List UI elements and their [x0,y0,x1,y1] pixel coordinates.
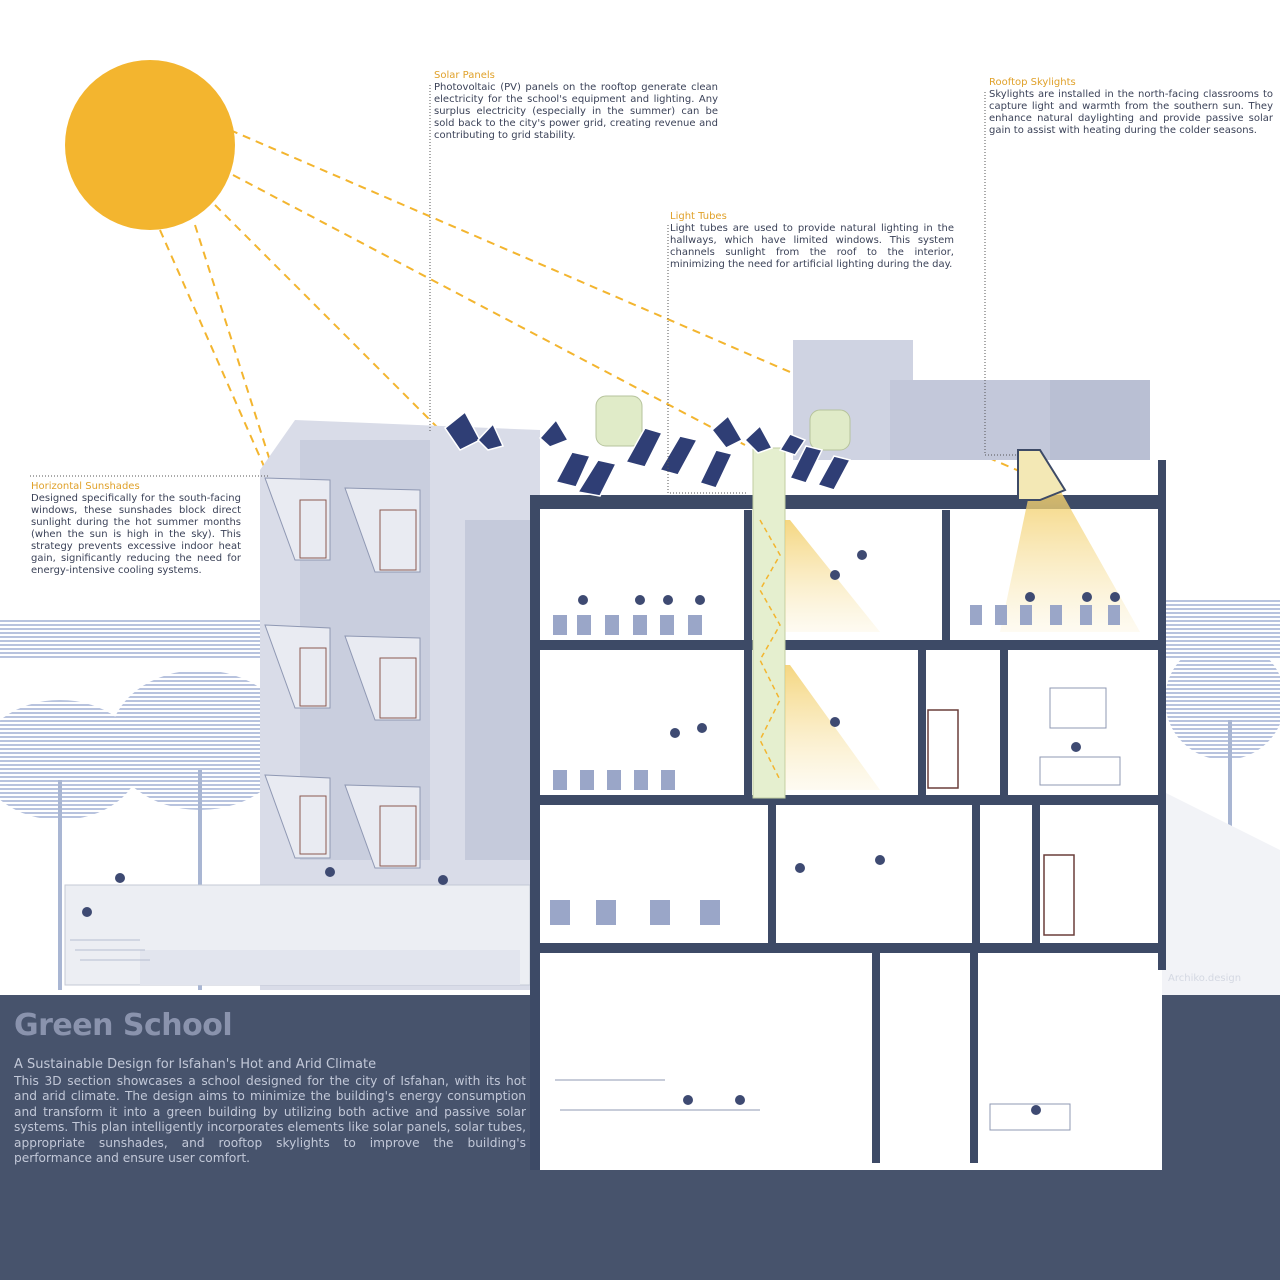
doors [927,709,1075,936]
annotation-title: Solar Panels [434,70,495,81]
leader-lines [30,85,1018,494]
poster-subtitle: A Sustainable Design for Isfahan's Hot a… [14,1057,377,1072]
annotation-light-tubes: Light Tubes Light tubes are used to prov… [670,211,954,271]
poster-description: This 3D section showcases a school desig… [14,1074,526,1166]
ground-slope [1160,790,1280,995]
solar-panels [443,410,852,497]
water-tanks [595,395,851,451]
annotation-body: Photovoltaic (PV) panels on the rooftop … [434,82,718,141]
annotation-solar-panels: Solar Panels Photovoltaic (PV) panels on… [434,70,718,142]
annotation-body: Light tubes are used to provide natural … [670,223,954,270]
annotation-title: Horizontal Sunshades [31,481,140,492]
interior-furniture [555,687,1121,1131]
people [82,550,1120,1115]
light-tube-rays [759,519,781,781]
poster-title: Green School [14,1008,233,1043]
annotation-title: Rooftop Skylights [989,77,1076,88]
skylight [1017,449,1067,501]
annotation-body: Skylights are installed in the north-fac… [989,89,1273,136]
watermark: Archiko.design [1168,973,1242,984]
annotation-horizontal-sunshades: Horizontal Sunshades Designed specifical… [31,481,241,577]
plaza [64,884,531,986]
light-tube [752,447,786,799]
sun-icon [65,60,235,230]
chairs [550,605,1120,925]
annotation-rooftop-skylights: Rooftop Skylights Skylights are installe… [989,77,1273,137]
annotation-title: Light Tubes [670,211,727,222]
annotation-body: Designed specifically for the south-faci… [31,493,241,576]
left-wing [260,420,540,990]
